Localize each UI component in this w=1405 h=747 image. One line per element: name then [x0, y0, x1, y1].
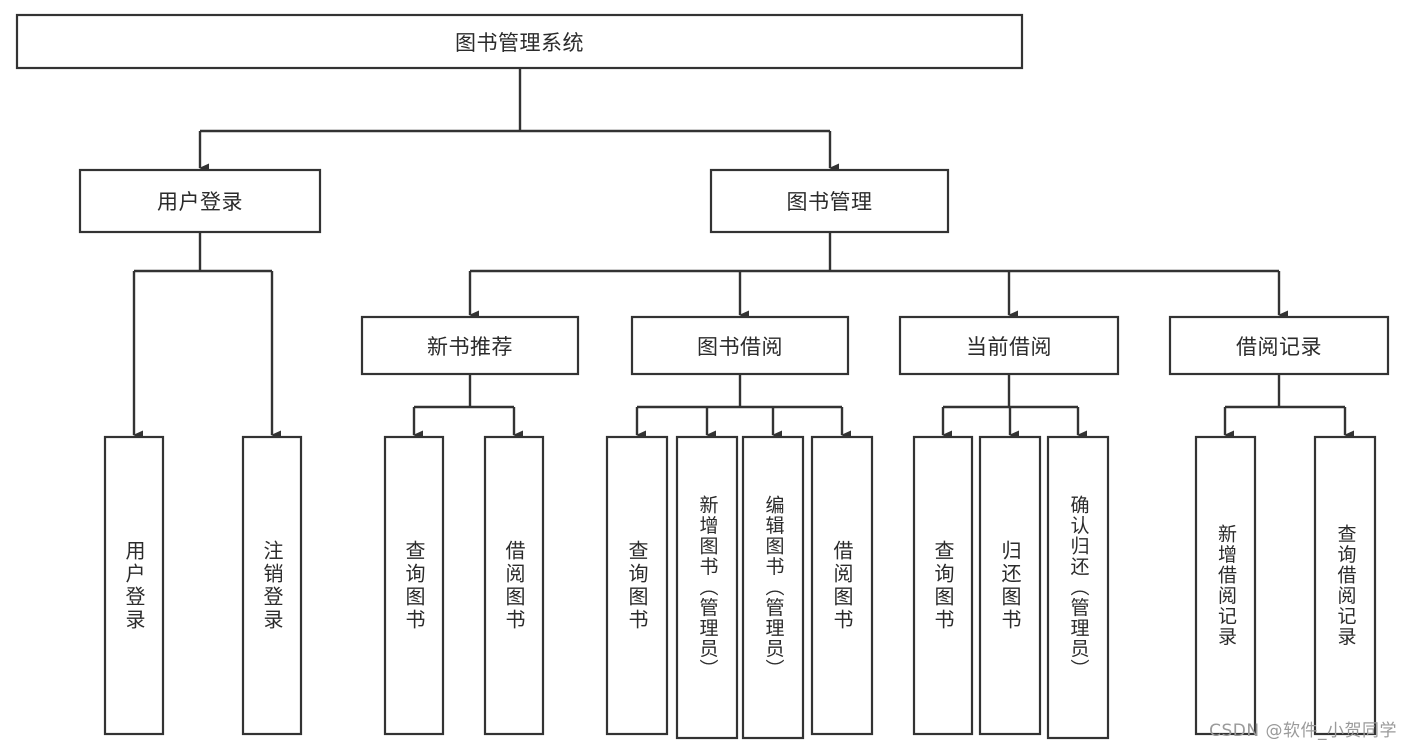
- leaf-node-hit-area[interactable]: [1315, 437, 1375, 734]
- leaf-node-hit-area[interactable]: [980, 437, 1040, 734]
- csdn-watermark: CSDN @软件_小贺同学: [1209, 721, 1397, 741]
- level3-node-hit-area[interactable]: [1170, 317, 1388, 374]
- leaf-node-hit-area[interactable]: [485, 437, 543, 734]
- level2-node-box[interactable]: [709, 168, 950, 234]
- box-layer: [15, 13, 1390, 740]
- leaf-node-box[interactable]: [605, 435, 669, 736]
- root-node-box[interactable]: [15, 13, 1024, 70]
- leaf-node-box[interactable]: [1313, 435, 1377, 736]
- leaf-node-hit-area[interactable]: [243, 437, 301, 734]
- level2-node-hit-area[interactable]: [80, 170, 320, 232]
- level2-node-box[interactable]: [78, 168, 322, 234]
- leaf-node-box[interactable]: [1194, 435, 1257, 736]
- leaf-node-box[interactable]: [241, 435, 303, 736]
- leaf-node-box[interactable]: [810, 435, 874, 736]
- level3-node-hit-area[interactable]: [362, 317, 578, 374]
- leaf-node-hit-area[interactable]: [105, 437, 163, 734]
- leaf-node-box[interactable]: [1046, 435, 1110, 740]
- level3-node-box[interactable]: [898, 315, 1120, 376]
- leaf-node-hit-area[interactable]: [607, 437, 667, 734]
- connector-layer: [132, 68, 1354, 440]
- root-node-hit-area[interactable]: [17, 15, 1022, 68]
- leaf-node-box[interactable]: [675, 435, 739, 740]
- leaf-node-hit-area[interactable]: [812, 437, 872, 734]
- level2-node-hit-area[interactable]: [711, 170, 948, 232]
- level3-node-box[interactable]: [360, 315, 580, 376]
- leaf-node-hit-area[interactable]: [677, 437, 737, 738]
- leaf-node-box[interactable]: [383, 435, 445, 736]
- leaf-node-hit-area[interactable]: [743, 437, 803, 738]
- leaf-node-box[interactable]: [912, 435, 974, 736]
- level3-node-box[interactable]: [1168, 315, 1390, 376]
- leaf-node-box[interactable]: [741, 435, 805, 740]
- leaf-node-box[interactable]: [103, 435, 165, 736]
- leaf-node-hit-area[interactable]: [1196, 437, 1255, 734]
- leaf-node-box[interactable]: [978, 435, 1042, 736]
- level3-node-hit-area[interactable]: [900, 317, 1118, 374]
- leaf-node-hit-area[interactable]: [385, 437, 443, 734]
- leaf-node-box[interactable]: [483, 435, 545, 736]
- leaf-node-hit-area[interactable]: [1048, 437, 1108, 738]
- level3-node-box[interactable]: [630, 315, 850, 376]
- leaf-node-hit-area[interactable]: [914, 437, 972, 734]
- level3-node-hit-area[interactable]: [632, 317, 848, 374]
